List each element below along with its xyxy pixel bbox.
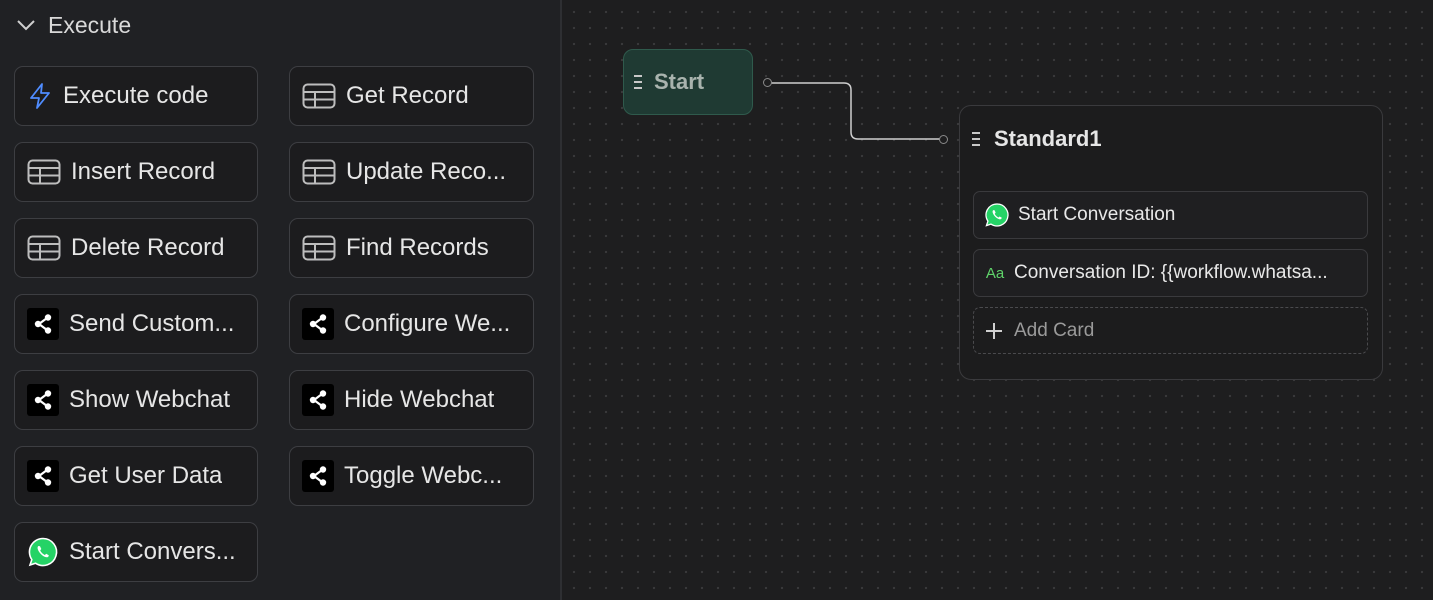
share-icon [302, 460, 334, 492]
block-label: Get User Data [69, 462, 223, 489]
start-node[interactable]: Start [623, 49, 753, 115]
standard1-input-port[interactable] [939, 135, 948, 144]
lightning-icon [27, 82, 53, 110]
block-label: Show Webchat [69, 386, 230, 413]
block-label: Delete Record [71, 234, 225, 261]
add-card-label: Add Card [1014, 319, 1095, 341]
block-label: Start Convers... [69, 538, 236, 565]
block-label: Configure We... [344, 310, 511, 337]
section-title: Execute [48, 11, 132, 38]
share-icon [27, 460, 59, 492]
block-insert-record[interactable]: Insert Record [14, 142, 258, 202]
block-delete-record[interactable]: Delete Record [14, 218, 258, 278]
blocks-sidebar: Execute Execute code Get Record Insert R [0, 0, 562, 600]
table-icon [302, 235, 336, 261]
plus-icon [984, 321, 1004, 341]
block-show-webchat[interactable]: Show Webchat [14, 370, 258, 430]
block-get-user-data[interactable]: Get User Data [14, 446, 258, 506]
card-label: Conversation ID: {{workflow.whatsa... [1014, 262, 1328, 283]
table-icon [302, 159, 336, 185]
drag-handle-icon[interactable] [972, 132, 980, 146]
block-update-record[interactable]: Update Reco... [289, 142, 534, 202]
block-label: Get Record [346, 82, 469, 109]
block-label: Toggle Webc... [344, 462, 503, 489]
table-icon [302, 83, 336, 109]
block-label: Insert Record [71, 158, 216, 185]
table-icon [27, 159, 61, 185]
card-start-conversation[interactable]: Start Conversation [973, 191, 1368, 239]
drag-handle-icon[interactable] [634, 75, 642, 89]
whatsapp-icon [27, 536, 59, 568]
share-icon [302, 384, 334, 416]
start-output-port[interactable] [763, 78, 772, 87]
block-label: Find Records [346, 234, 489, 261]
section-toggle-execute[interactable]: Execute [16, 10, 131, 40]
block-label: Update Reco... [346, 158, 507, 185]
block-start-conversation[interactable]: Start Convers... [14, 522, 258, 582]
block-label: Hide Webchat [344, 386, 495, 413]
standard1-header[interactable]: Standard1 [972, 126, 1102, 152]
add-card-button[interactable]: Add Card [973, 307, 1368, 354]
share-icon [302, 308, 334, 340]
card-conversation-id[interactable]: Aa Conversation ID: {{workflow.whatsa... [973, 249, 1368, 297]
table-icon [27, 235, 61, 261]
block-configure-webchat[interactable]: Configure We... [289, 294, 534, 354]
block-get-record[interactable]: Get Record [289, 66, 534, 126]
text-variable-icon: Aa [985, 264, 1005, 282]
standard1-node[interactable]: Standard1 Start Conversation Aa Conversa… [959, 105, 1383, 380]
share-icon [27, 384, 59, 416]
start-node-label: Start [654, 69, 705, 94]
block-hide-webchat[interactable]: Hide Webchat [289, 370, 534, 430]
block-grid: Execute code Get Record Insert Record Up… [14, 66, 534, 582]
block-label: Send Custom... [69, 310, 235, 337]
workflow-canvas[interactable]: Start Standard1 Start Conversation Aa Co… [562, 0, 1433, 600]
whatsapp-icon [984, 202, 1010, 228]
block-send-custom[interactable]: Send Custom... [14, 294, 258, 354]
node-title: Standard1 [994, 126, 1102, 151]
card-label: Start Conversation [1018, 204, 1176, 225]
share-icon [27, 308, 59, 340]
block-execute-code[interactable]: Execute code [14, 66, 258, 126]
block-toggle-webchat[interactable]: Toggle Webc... [289, 446, 534, 506]
block-find-records[interactable]: Find Records [289, 218, 534, 278]
block-label: Execute code [63, 82, 209, 109]
chevron-down-icon [16, 19, 36, 31]
